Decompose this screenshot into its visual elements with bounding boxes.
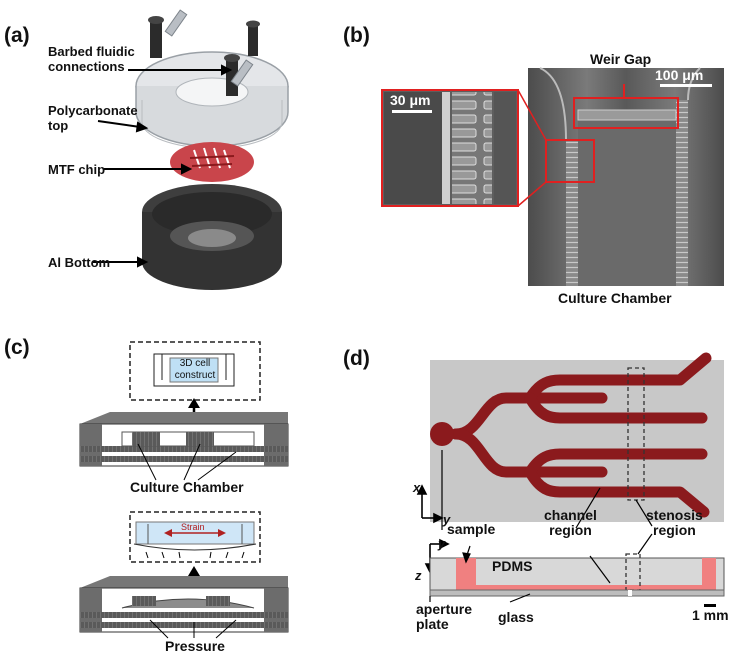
label-barbed-line1: Barbed fluidic <box>48 44 135 59</box>
device-cross-section-diagram <box>79 341 289 639</box>
label-polycarbonate: Polycarbonate top <box>48 103 138 133</box>
panel-c-label: (c) <box>4 336 30 359</box>
label-poly-line2: top <box>48 118 69 133</box>
label-3d-cell-construct: 3D cell construct <box>172 358 218 382</box>
cell-line2: construct <box>174 370 216 381</box>
label-pdms: PDMS <box>492 558 533 574</box>
caption-culture-chamber-c: Culture Chamber <box>130 479 244 495</box>
microfluidic-channel-diagram <box>416 352 725 607</box>
barbed-connectors <box>164 9 254 87</box>
label-glass: glass <box>498 609 534 625</box>
panel-b-label: (b) <box>343 24 370 47</box>
channel-line1: channel <box>544 507 597 523</box>
label-stenosis-region: stenosis region <box>646 508 703 538</box>
al-bottom-image <box>142 184 282 290</box>
aperture-line1: aperture <box>416 601 473 617</box>
label-poly-line1: Polycarbonate <box>48 103 138 118</box>
label-weir-gap: Weir Gap <box>590 51 652 67</box>
axis-x-label: x <box>413 480 421 495</box>
stenosis-line1: stenosis <box>646 507 703 523</box>
axis-y-top-label: y <box>443 512 451 527</box>
channel-line2: region <box>549 522 592 538</box>
panel-a-label: (a) <box>4 24 30 47</box>
label-mtf-chip: MTF chip <box>48 162 106 177</box>
label-arrows <box>92 64 233 268</box>
cell-line1: 3D cell <box>179 358 211 369</box>
label-barbed-line2: connections <box>48 59 125 74</box>
aperture-line2: plate <box>416 616 449 632</box>
panel-d-label: (d) <box>343 347 370 370</box>
label-aperture-plate: aperture plate <box>416 602 472 632</box>
axis-y-bottom-label: y <box>438 536 446 551</box>
screws <box>148 16 260 96</box>
sem-image <box>381 67 724 286</box>
scale-30um: 30 μm <box>390 92 431 108</box>
label-strain: Strain <box>181 522 205 532</box>
axis-z-label: z <box>415 568 422 583</box>
label-barbed: Barbed fluidic connections <box>48 44 135 74</box>
caption-pressure: Pressure <box>165 638 225 654</box>
label-sample: sample <box>447 521 496 537</box>
scale-1mm: 1 mm <box>692 607 729 623</box>
label-channel-region: channel region <box>544 508 597 538</box>
stenosis-line2: region <box>653 522 696 538</box>
mtf-chip-image <box>170 142 254 182</box>
scale-100um: 100 μm <box>655 67 704 83</box>
label-al-bottom: Al Bottom <box>48 255 111 270</box>
device-exploded-view <box>92 9 289 290</box>
caption-culture-chamber-b: Culture Chamber <box>558 290 672 306</box>
